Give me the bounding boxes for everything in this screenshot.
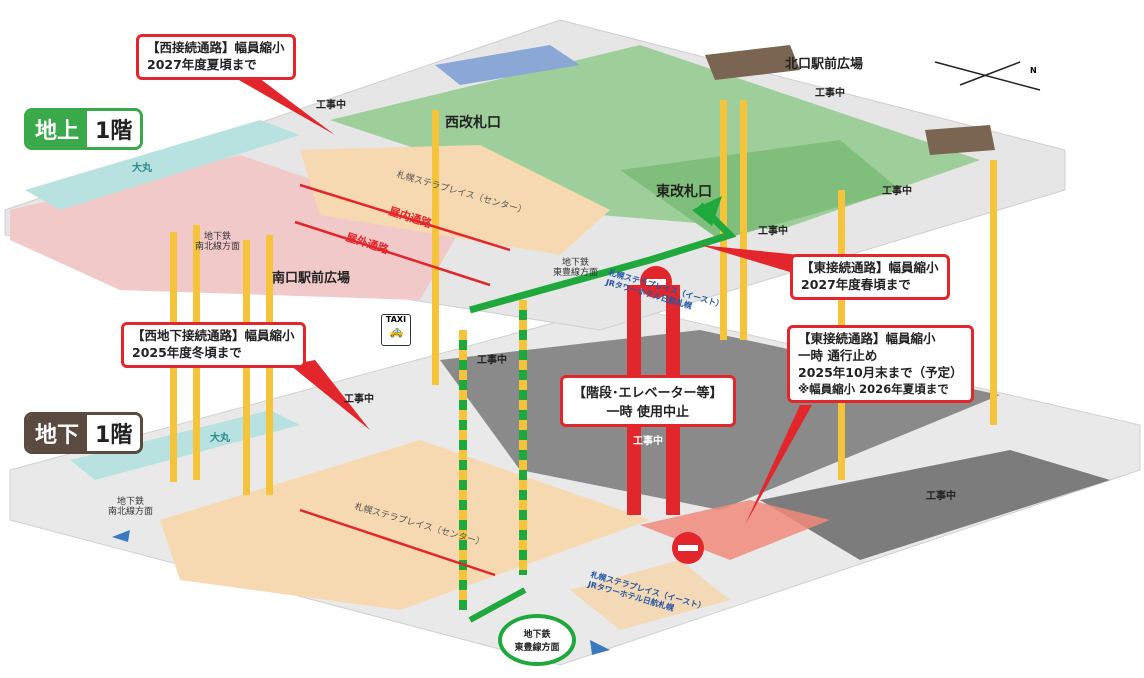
callout-period: 2027年度夏頃まで [147, 56, 257, 72]
daimaru-bottom-label: 大丸 [210, 433, 230, 444]
no-entry-bottom [672, 532, 704, 564]
compass [934, 61, 1041, 91]
subway-namboku-top: 地下鉄 南北線方面 [195, 232, 240, 253]
passage-arrows [294, 183, 511, 577]
callout-note: ※幅員縮小 2026年夏頃まで [798, 381, 949, 396]
taxi-label: TAXI [385, 315, 407, 324]
callout-period: 2027年度春頃まで [801, 276, 911, 292]
north-plaza-label: 北口駅前広場 [785, 57, 864, 72]
subway-direction: 東豊線方面 [553, 268, 599, 279]
taxi-icon: TAXI 🚕 [381, 314, 411, 346]
subway-direction: 東豊線方面 [514, 643, 560, 653]
construction-label: 工事中 [477, 355, 507, 366]
ground-green-east [620, 140, 900, 240]
construction-label: 工事中 [815, 88, 845, 99]
subway-line: 地下鉄 [523, 630, 551, 640]
floor-number: 1階 [87, 415, 141, 451]
blue-arrow-left [112, 530, 130, 542]
basement-stellar [160, 440, 650, 610]
callout-period: 2025年10月末まで（予定） [798, 364, 963, 380]
basement-east-dark [760, 450, 1110, 560]
callout-title: 【階段･エレベーター等】 [573, 386, 723, 401]
construction-label: 工事中 [926, 491, 956, 502]
callout-west-connect: 【西接続通路】幅員縮小 2027年度夏頃まで [136, 34, 296, 80]
ground-pink-plaza [10, 155, 460, 300]
floor-badge-basement: 地下 1階 [24, 412, 144, 454]
blue-arrow-right [590, 640, 610, 655]
green-arrow [692, 196, 722, 226]
construction-label: 工事中 [344, 394, 374, 405]
east-gate-label: 東改札口 [656, 184, 712, 200]
callout-period: 2025年度冬頃まで [132, 344, 242, 360]
callout-closure: 一時 通行止め [798, 347, 878, 363]
subway-direction: 南北線方面 [195, 242, 241, 253]
compass-north: N [1030, 66, 1037, 75]
subway-line: 地下鉄 [204, 232, 232, 242]
subway-direction: 南北線方面 [108, 507, 154, 518]
floor-kind: 地上 [27, 111, 88, 147]
green-route-basement [468, 587, 527, 623]
basement-daimaru [70, 410, 300, 480]
callout-title: 【西地下接続通路】幅員縮小 [132, 328, 295, 343]
floor-kind: 地下 [27, 415, 88, 451]
callout-title: 【西接続通路】幅員縮小 [147, 40, 285, 55]
north-building [435, 45, 580, 85]
callout-status: 一時 使用中止 [606, 405, 690, 420]
subway-namboku-bottom: 地下鉄 南北線方面 [108, 497, 153, 518]
subway-toho-bottom: 地下鉄 東豊線方面 [498, 614, 576, 666]
callout-west-underground: 【西地下接続通路】幅員縮小 2025年度冬頃まで [121, 322, 306, 368]
callout-east-connect-temp: 【東接続通路】幅員縮小 一時 通行止め 2025年10月末まで（予定） ※幅員縮… [787, 325, 974, 404]
closed-zone [640, 500, 830, 560]
car-icon: 🚕 [388, 324, 404, 338]
ground-stellar [300, 145, 610, 255]
construction-label: 工事中 [758, 226, 788, 237]
construction-label: 工事中 [882, 186, 912, 197]
callout-east-connect: 【東接続通路】幅員縮小 2027年度春頃まで [790, 254, 950, 300]
green-route-ground [469, 202, 737, 314]
construction-label: 工事中 [633, 436, 663, 447]
subway-toho-top: 地下鉄 東豊線方面 [553, 258, 598, 279]
subway-line: 地下鉄 [562, 258, 590, 268]
callout-stairs: 【階段･エレベーター等】 一時 使用中止 [560, 375, 736, 427]
no-entry-top [640, 266, 672, 298]
construction-label: 工事中 [316, 100, 346, 111]
daimaru-top-label: 大丸 [132, 163, 152, 174]
callout-title: 【東接続通路】幅員縮小 [801, 260, 939, 275]
east-brown [925, 125, 995, 155]
ground-daimaru [25, 120, 300, 210]
callout-title: 【東接続通路】幅員縮小 [798, 331, 936, 346]
callout-pointers [230, 75, 812, 525]
west-gate-label: 西改札口 [445, 115, 501, 131]
floor-number: 1階 [87, 111, 141, 147]
basement-east-mall [570, 560, 730, 630]
floor-badge-ground: 地上 1階 [24, 108, 144, 150]
subway-line: 地下鉄 [117, 497, 145, 507]
north-brown [705, 45, 800, 80]
south-plaza-label: 南口駅前広場 [272, 271, 351, 286]
